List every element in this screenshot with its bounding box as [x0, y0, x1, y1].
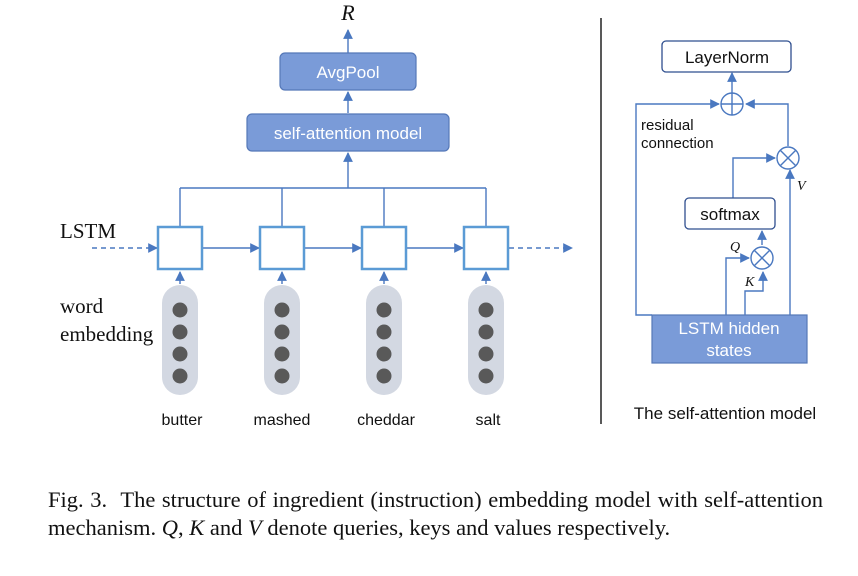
lstm-hidden-states-box	[651, 314, 808, 364]
embedding-2	[264, 285, 300, 395]
multiply-operator-icon	[776, 146, 800, 170]
embedding-1	[162, 285, 198, 395]
caption-k: K	[189, 514, 205, 540]
layernorm-box	[661, 40, 792, 73]
attention-diagram: AvgPool self-attention model R LSTM word…	[60, 0, 816, 429]
figure-caption: Fig. 3. The structure of ingredient (ins…	[48, 486, 823, 541]
panel-title: The self-attention model	[634, 404, 816, 423]
states-label: states	[706, 341, 751, 360]
caption-text-2: denote queries, keys and values respecti…	[267, 514, 671, 540]
lstm-cell-3	[360, 225, 408, 271]
softmax-box	[684, 197, 776, 230]
v-label: V	[797, 179, 807, 194]
softmax-label: softmax	[700, 205, 760, 224]
layernorm-label: LayerNorm	[685, 48, 769, 67]
left-model	[92, 29, 573, 284]
caption-sep: ,	[177, 514, 184, 540]
residual-label: residual	[641, 117, 694, 134]
caption-text-1: The structure of ingredient (instruction…	[48, 487, 824, 540]
caption-v: V	[248, 514, 262, 540]
token-label: butter	[162, 412, 204, 429]
word-label: word	[60, 294, 104, 318]
k-label: K	[744, 275, 755, 290]
lstm-label: LSTM	[60, 219, 116, 243]
token-label: salt	[476, 412, 501, 429]
caption-and: and	[209, 514, 243, 540]
connection-label: connection	[641, 135, 714, 152]
avgpool-box	[279, 52, 417, 91]
output-label: R	[340, 0, 355, 25]
embedding-4	[468, 285, 504, 395]
token-label: mashed	[254, 412, 311, 429]
self-attention-box	[246, 113, 450, 152]
add-operator-icon	[720, 92, 744, 116]
self-attention-label: self-attention model	[274, 124, 422, 143]
qk-multiply-operator-icon	[750, 246, 774, 270]
q-label: Q	[730, 240, 740, 255]
embedding-3	[366, 285, 402, 395]
lstm-hidden-label: LSTM hidden	[678, 319, 779, 338]
right-panel-lines	[635, 72, 795, 316]
caption-q: Q	[161, 514, 178, 540]
avgpool-label: AvgPool	[316, 63, 379, 82]
lstm-cell-2	[258, 225, 306, 271]
lstm-cell-4	[462, 225, 510, 271]
embedding-label: embedding	[60, 322, 154, 346]
lstm-cell-1	[156, 225, 204, 271]
token-label: cheddar	[357, 412, 415, 429]
caption-prefix: Fig. 3.	[48, 487, 108, 512]
